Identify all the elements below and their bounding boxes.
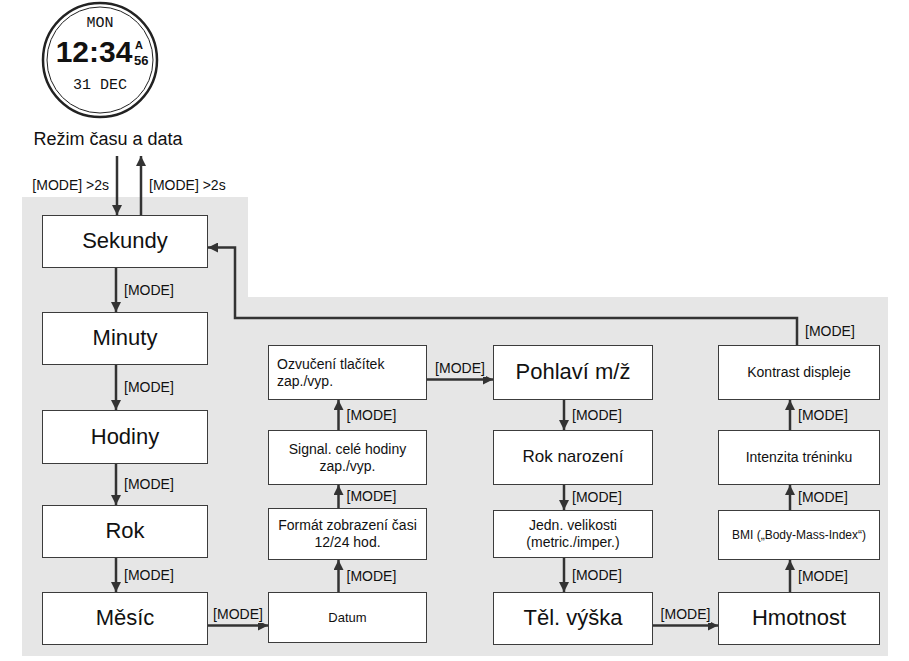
settings-panel bbox=[22, 197, 888, 656]
watch-day: MON bbox=[86, 16, 113, 31]
box-label: Kontrast displeje bbox=[727, 364, 871, 381]
watch-date: 31 DEC bbox=[73, 78, 127, 93]
mode-arrow bbox=[115, 268, 118, 312]
menu-box: Intenzita tréninku bbox=[718, 430, 880, 485]
box-label: Hodiny bbox=[51, 424, 199, 450]
box-label: Ozvučení tlačítek zap./vyp. bbox=[277, 356, 418, 390]
edge-label: [MODE] bbox=[346, 568, 398, 585]
mode-arrow bbox=[208, 248, 797, 346]
edge-label: [MODE] bbox=[123, 282, 175, 299]
mode-arrow bbox=[337, 485, 340, 508]
mode-arrow bbox=[116, 156, 119, 215]
menu-box: Signal. celé hodiny zap./vyp. bbox=[268, 430, 427, 485]
mode-arrow bbox=[789, 560, 792, 592]
edge-label: [MODE] bbox=[346, 488, 398, 505]
mode-arrow bbox=[115, 558, 118, 592]
menu-box: Hmotnost bbox=[718, 592, 880, 645]
mode-arrow bbox=[337, 400, 340, 430]
box-label: Měsíc bbox=[51, 605, 199, 631]
menu-box: Ozvučení tlačítek zap./vyp. bbox=[268, 345, 427, 400]
menu-box: Rok narození bbox=[493, 430, 653, 485]
mode-arrow bbox=[115, 464, 118, 505]
mode-arrow bbox=[337, 560, 340, 592]
edge-label: [MODE] bbox=[434, 360, 486, 377]
edge-label: [MODE] bbox=[660, 606, 712, 623]
box-label: Minuty bbox=[51, 325, 199, 351]
box-label: Intenzita tréninku bbox=[727, 449, 871, 466]
box-label: Rok narození bbox=[502, 447, 644, 467]
edge-label: [MODE] >2s bbox=[148, 177, 227, 194]
box-label: Signal. celé hodiny zap./vyp. bbox=[277, 441, 418, 475]
mode-arrow bbox=[427, 378, 493, 381]
menu-box: Sekundy bbox=[42, 215, 208, 268]
mode-arrow bbox=[563, 485, 566, 510]
box-label: Těl. výška bbox=[502, 605, 644, 631]
edge-label: [MODE] >2s bbox=[31, 177, 110, 194]
box-label: Datum bbox=[277, 610, 418, 626]
mode-arrow bbox=[789, 400, 792, 430]
box-label: Sekundy bbox=[51, 228, 199, 254]
edge-label: [MODE] bbox=[797, 489, 849, 506]
edge-label: [MODE] bbox=[123, 567, 175, 584]
watch-dial bbox=[47, 7, 153, 113]
menu-box: Hodiny bbox=[42, 410, 208, 464]
mode-arrow bbox=[653, 624, 718, 627]
mode-arrow bbox=[208, 624, 268, 627]
menu-box: BMI („Body-Mass-Index“) bbox=[718, 510, 880, 560]
mode-caption: Režim času a data bbox=[33, 130, 182, 148]
edge-label: [MODE] bbox=[804, 323, 856, 340]
mode-arrow bbox=[140, 156, 143, 215]
menu-box: Měsíc bbox=[42, 592, 208, 645]
edge-label: [MODE] bbox=[123, 476, 175, 493]
watch-ampm: A bbox=[135, 40, 143, 51]
box-label: Pohlaví m/ž bbox=[502, 359, 644, 385]
watch-face: MON 12:34A 56 31 DEC Režim času a data bbox=[8, 0, 208, 156]
menu-box: Kontrast displeje bbox=[718, 345, 880, 400]
mode-arrow bbox=[563, 558, 566, 592]
edge-label: [MODE] bbox=[571, 567, 623, 584]
edge-label: [MODE] bbox=[346, 407, 398, 424]
menu-box: Datum bbox=[268, 592, 427, 643]
box-label: Rok bbox=[51, 518, 199, 544]
edge-label: [MODE] bbox=[123, 379, 175, 396]
menu-box: Rok bbox=[42, 505, 208, 558]
box-label: Hmotnost bbox=[727, 605, 871, 631]
menu-box: Jedn. velikosti (metric./imper.) bbox=[493, 510, 653, 558]
edge-label: [MODE] bbox=[797, 568, 849, 585]
mode-arrow bbox=[563, 400, 566, 430]
edge-label: [MODE] bbox=[797, 407, 849, 424]
edge-label: [MODE] bbox=[571, 489, 623, 506]
menu-box: Minuty bbox=[42, 312, 208, 365]
menu-box: Formát zobrazení časi 12/24 hod. bbox=[268, 508, 427, 560]
watch-seconds: 56 bbox=[134, 54, 148, 67]
edge-label: [MODE] bbox=[571, 407, 623, 424]
mode-arrow bbox=[115, 365, 118, 410]
watch-bezel bbox=[43, 3, 157, 117]
mode-arrow bbox=[789, 485, 792, 510]
box-label: BMI („Body-Mass-Index“) bbox=[727, 528, 871, 542]
box-label: Formát zobrazení časi 12/24 hod. bbox=[277, 517, 418, 551]
menu-box: Těl. výška bbox=[493, 592, 653, 645]
box-label: Jedn. velikosti (metric./imper.) bbox=[502, 517, 644, 551]
edge-label: [MODE] bbox=[212, 606, 264, 623]
watch-time: 12:34 bbox=[56, 37, 133, 67]
menu-box: Pohlaví m/ž bbox=[493, 345, 653, 400]
